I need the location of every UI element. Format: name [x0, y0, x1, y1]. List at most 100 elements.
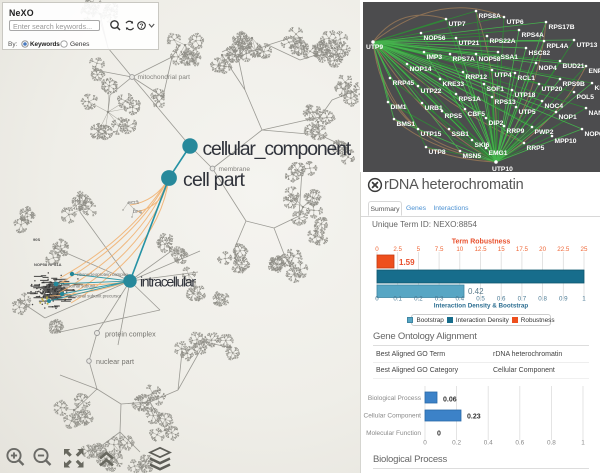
svg-text:0.9: 0.9	[559, 296, 568, 303]
svg-text:NOP56: NOP56	[424, 35, 446, 42]
svg-text:Molecular Function: Molecular Function	[366, 430, 421, 437]
svg-text:NOP58 RPS1A: NOP58 RPS1A	[34, 262, 62, 267]
svg-text:0.6: 0.6	[497, 296, 506, 303]
svg-text:SSB1: SSB1	[452, 131, 470, 138]
svg-text:17.5: 17.5	[516, 246, 529, 253]
svg-text:NOP58: NOP58	[479, 56, 501, 63]
svg-text:20: 20	[539, 246, 546, 253]
svg-text:0.2: 0.2	[452, 440, 461, 447]
svg-text:UTP6: UTP6	[507, 19, 524, 26]
svg-text:0.8: 0.8	[547, 440, 556, 447]
svg-text:membrane: membrane	[219, 166, 251, 173]
svg-text:0: 0	[423, 440, 427, 447]
svg-text:Interaction Density & Bootstra: Interaction Density & Bootstrap	[434, 303, 529, 310]
svg-text:RCL1: RCL1	[518, 75, 536, 82]
svg-text:EMG1: EMG1	[489, 150, 508, 157]
svg-text:0.5: 0.5	[476, 296, 485, 303]
svg-text:intracellular: intracellular	[140, 274, 196, 290]
svg-text:RPS22A: RPS22A	[490, 38, 516, 45]
svg-text:0.8: 0.8	[538, 296, 547, 303]
svg-text:BUD21: BUD21	[563, 63, 585, 70]
svg-text:UTP21: UTP21	[459, 40, 480, 47]
svg-text:RRP12: RRP12	[466, 74, 488, 81]
svg-text:NOP6: NOP6	[585, 131, 600, 138]
svg-text:IMP3: IMP3	[427, 54, 443, 61]
svg-text:NOP1: NOP1	[559, 114, 577, 121]
svg-text:ribosomal subunit: ribosomal subunit	[61, 284, 96, 289]
svg-text:UTP18: UTP18	[515, 92, 536, 99]
svg-text:RRP9: RRP9	[507, 128, 525, 135]
svg-text:1: 1	[581, 440, 585, 447]
svg-text:UTP13: UTP13	[577, 42, 598, 49]
svg-text:RPS17B: RPS17B	[549, 24, 575, 31]
svg-text:POL5: POL5	[577, 94, 595, 101]
svg-text:HSC82: HSC82	[529, 50, 551, 57]
svg-text:UTP15: UTP15	[421, 131, 442, 138]
svg-text:0: 0	[437, 431, 441, 438]
svg-text:ribosomal subunit precursor: ribosomal subunit precursor	[67, 294, 122, 299]
svg-text:0.4: 0.4	[455, 296, 464, 303]
svg-text:0.06: 0.06	[443, 397, 457, 404]
svg-text:MPP10: MPP10	[555, 138, 577, 145]
svg-text:7.5: 7.5	[435, 246, 444, 253]
svg-text:25: 25	[581, 246, 588, 253]
svg-text:ENP1: ENP1	[589, 68, 600, 75]
svg-text:UTP9: UTP9	[366, 44, 383, 51]
svg-text:DFS: DFS	[133, 209, 142, 214]
svg-text:UTP20: UTP20	[542, 86, 563, 93]
svg-text:CBF5: CBF5	[468, 111, 486, 118]
svg-text:UTP5: UTP5	[519, 109, 536, 116]
svg-text:0.2: 0.2	[414, 296, 423, 303]
svg-text:NOC4: NOC4	[545, 103, 564, 110]
svg-text:DIP2: DIP2	[489, 120, 504, 127]
svg-text:protein complex: protein complex	[105, 330, 156, 339]
svg-text:15: 15	[498, 246, 505, 253]
svg-text:5: 5	[417, 246, 421, 253]
svg-text:SKI6: SKI6	[475, 142, 490, 149]
svg-text:0.23: 0.23	[467, 414, 481, 421]
svg-text:NOP4: NOP4	[539, 65, 557, 72]
svg-text:0.1: 0.1	[393, 296, 402, 303]
svg-text:0.3: 0.3	[435, 296, 444, 303]
svg-text:RPL4A: RPL4A	[547, 43, 569, 50]
svg-text:RPS4A: RPS4A	[522, 32, 544, 39]
svg-text:0: 0	[375, 246, 379, 253]
svg-text:SOF1: SOF1	[487, 86, 505, 93]
svg-text:mitochondrial part: mitochondrial part	[138, 74, 191, 81]
svg-text:KR: KR	[595, 85, 600, 92]
svg-text:0: 0	[375, 296, 379, 303]
svg-text:UTP4: UTP4	[495, 72, 512, 79]
svg-text:RPS5: RPS5	[445, 113, 463, 120]
svg-text:RPS1A: RPS1A	[459, 96, 481, 103]
svg-text:NAN1: NAN1	[589, 110, 600, 117]
svg-text:Term Robustness: Term Robustness	[452, 239, 511, 246]
svg-text:DIM1: DIM1	[391, 104, 407, 111]
svg-text:10: 10	[456, 246, 463, 253]
svg-text:RPS9B: RPS9B	[563, 81, 585, 88]
svg-text:1: 1	[582, 296, 586, 303]
svg-text:RPS13: RPS13	[495, 99, 516, 106]
svg-text:PWP2: PWP2	[535, 129, 554, 136]
svg-text:nuclear part: nuclear part	[96, 357, 134, 366]
svg-text:URB1: URB1	[425, 105, 443, 112]
svg-text:?: ?	[140, 23, 144, 30]
svg-text:UTP7: UTP7	[449, 21, 466, 28]
svg-text:RRP5: RRP5	[527, 145, 545, 152]
svg-text:KRE33: KRE33	[443, 81, 465, 88]
svg-text:0.7: 0.7	[518, 296, 527, 303]
svg-text:22.5: 22.5	[557, 246, 570, 253]
svg-text:12.5: 12.5	[474, 246, 487, 253]
svg-text:2.5: 2.5	[393, 246, 402, 253]
svg-text:90S: 90S	[33, 237, 40, 242]
svg-text:SCL5: SCL5	[128, 200, 140, 205]
svg-text:RPS7A: RPS7A	[453, 56, 475, 63]
svg-text:cellular_component: cellular_component	[203, 138, 352, 160]
svg-text:NOP14: NOP14	[410, 66, 432, 73]
svg-text:Cellular Component: Cellular Component	[364, 413, 422, 420]
svg-text:SSA1: SSA1	[501, 54, 519, 61]
svg-text:BMS1: BMS1	[397, 121, 416, 128]
svg-text:RRP45: RRP45	[393, 80, 415, 87]
svg-text:MSN5: MSN5	[463, 153, 482, 160]
svg-text:Biological Process: Biological Process	[368, 395, 422, 402]
svg-text:ribonucleoprotein complex: ribonucleoprotein complex	[77, 272, 129, 277]
